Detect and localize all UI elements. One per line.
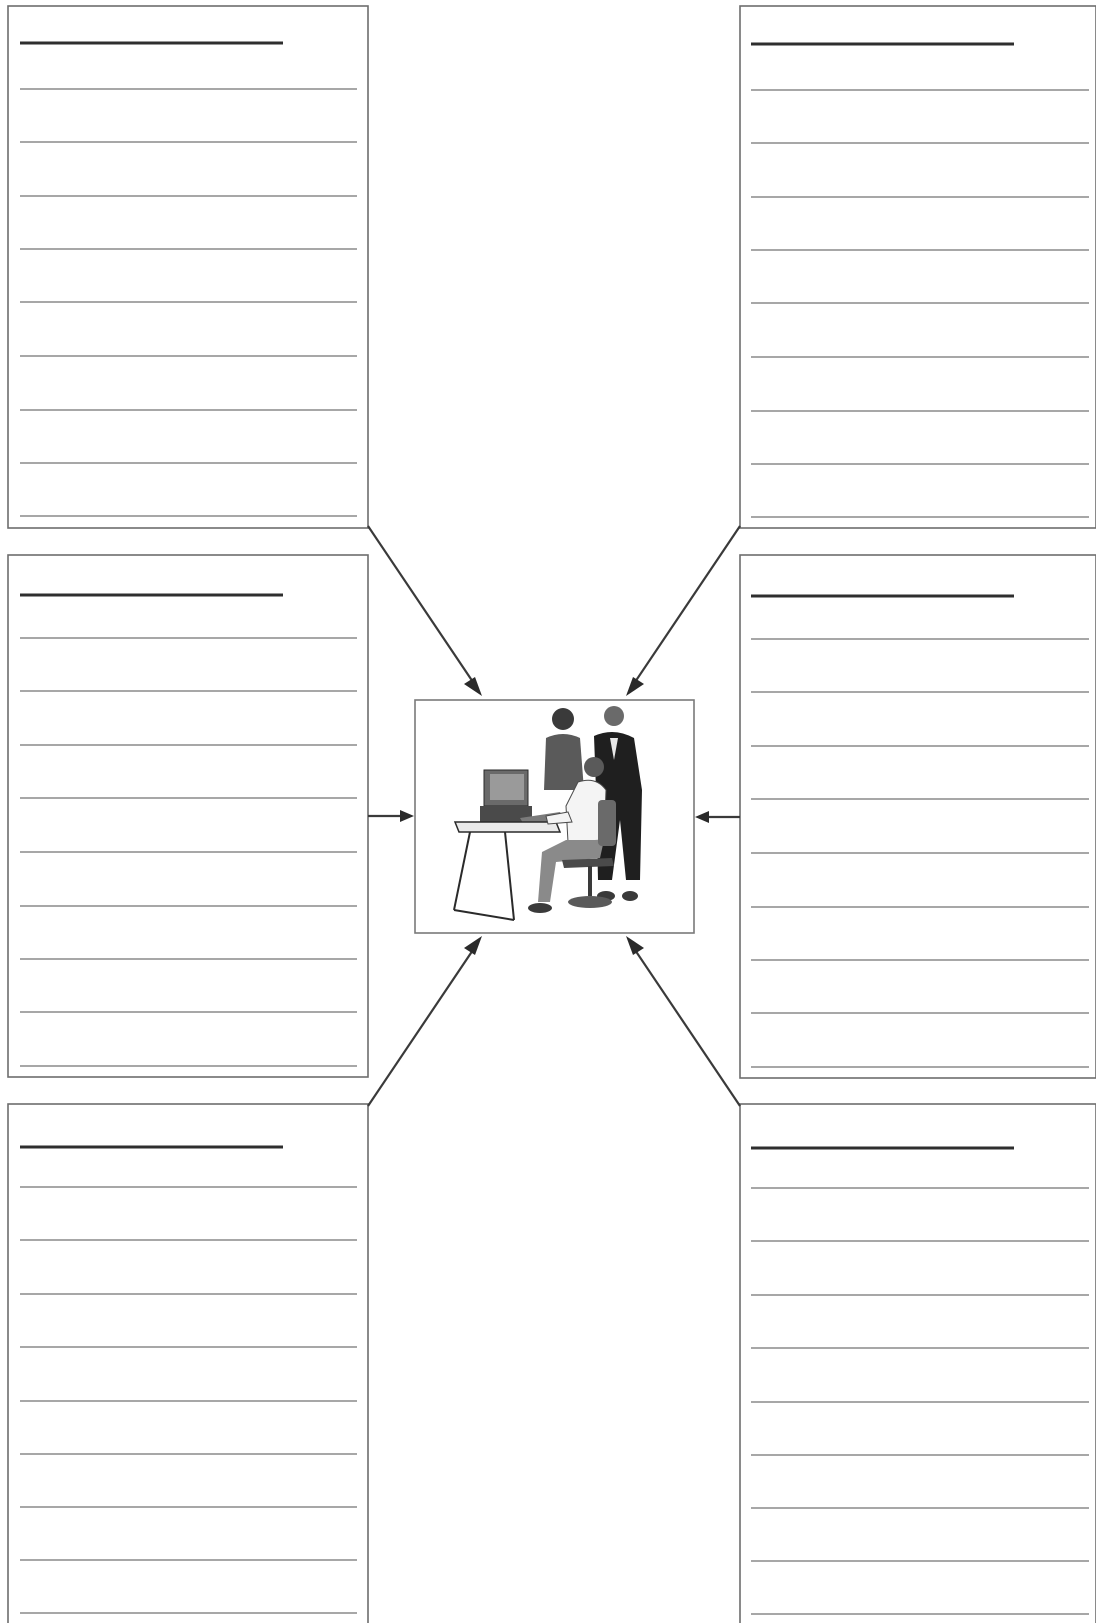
arrowhead — [695, 811, 709, 823]
panel-top-right — [740, 6, 1096, 528]
connector-bottom-left — [368, 936, 482, 1106]
panel-middle-left — [8, 555, 368, 1077]
arrowhead — [400, 810, 414, 822]
panel-middle-right — [740, 555, 1096, 1078]
panel-frame — [8, 1104, 368, 1623]
panel-top-left — [8, 6, 368, 528]
connector-top-right — [626, 526, 740, 696]
panel-bottom-left — [8, 1104, 368, 1623]
center-image — [415, 700, 694, 933]
panel-frame — [740, 1104, 1096, 1623]
panel-frame — [8, 6, 368, 528]
arrowhead — [626, 677, 644, 696]
connector-middle-right — [695, 811, 740, 823]
panel-frame — [8, 555, 368, 1077]
panel-frame — [740, 555, 1096, 1078]
connector-bottom-right — [626, 936, 740, 1106]
connector-top-left — [368, 526, 482, 696]
arrowhead — [626, 936, 644, 955]
panel-frame — [740, 6, 1096, 528]
connector-middle-left — [368, 810, 414, 822]
arrowhead — [464, 936, 482, 955]
panel-bottom-right — [740, 1104, 1096, 1623]
arrowhead — [464, 677, 482, 696]
